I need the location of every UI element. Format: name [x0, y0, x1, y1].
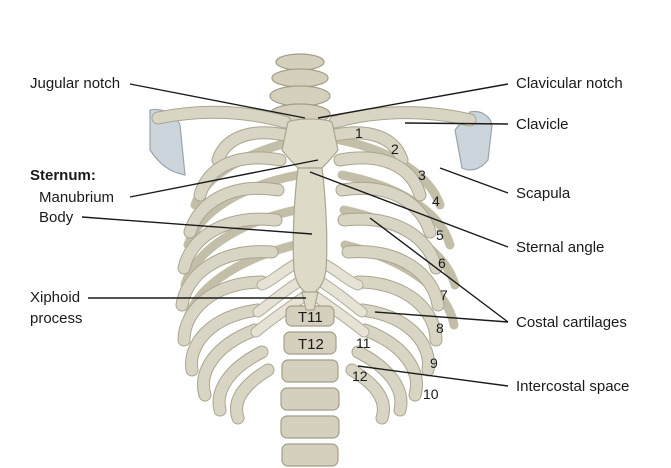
- label-body: Body: [39, 209, 74, 226]
- rib-number-6: 6: [438, 255, 446, 271]
- scapula-left: [149, 108, 186, 176]
- label-sternal-angle: Sternal angle: [516, 239, 604, 256]
- rib-number-8: 8: [436, 320, 444, 336]
- scapula-right: [454, 110, 493, 171]
- label-clavicle: Clavicle: [516, 116, 569, 133]
- label-xiphoid-line2: process: [30, 310, 83, 327]
- cervical-vertebrae: [269, 53, 331, 125]
- thoracic-vertebrae: [280, 305, 340, 467]
- label-intercostal-space: Intercostal space: [516, 378, 629, 395]
- vertebra-label-t11: T11: [298, 309, 323, 326]
- vertebra-label-t12: T12: [298, 336, 324, 353]
- label-manubrium: Manubrium: [39, 189, 114, 206]
- label-sternum-heading: Sternum:: [30, 167, 96, 184]
- label-costal-cartilages: Costal cartilages: [516, 314, 627, 331]
- rib-number-7: 7: [440, 287, 448, 303]
- rib-number-labels: 1 2 3 4 5 6 7 8 9 10 11 12: [352, 125, 448, 402]
- sternum-manubrium: [281, 118, 339, 169]
- label-xiphoid-line1: Xiphoid: [30, 289, 80, 306]
- rib-number-3: 3: [418, 167, 426, 183]
- label-jugular-notch: Jugular notch: [30, 75, 120, 92]
- leader-lines: [81, 83, 509, 387]
- rib-number-9: 9: [430, 355, 438, 371]
- xiphoid-shape: [301, 291, 319, 311]
- left-labels: Jugular notch Sternum: Manubrium Body Xi…: [30, 75, 120, 327]
- rib-number-12: 12: [352, 368, 368, 384]
- rib-number-2: 2: [391, 141, 399, 157]
- label-scapula: Scapula: [516, 185, 571, 202]
- rib-number-1: 1: [355, 125, 363, 141]
- label-clavicular-notch: Clavicular notch: [516, 75, 623, 92]
- sternum-body: [292, 167, 328, 295]
- rib-number-4: 4: [432, 193, 440, 209]
- rib-number-5: 5: [436, 227, 444, 243]
- rib-number-10: 10: [423, 386, 439, 402]
- right-labels: Clavicular notch Clavicle Scapula Sterna…: [516, 75, 629, 395]
- rib-number-11: 11: [356, 335, 371, 351]
- ribs-left: [175, 126, 292, 425]
